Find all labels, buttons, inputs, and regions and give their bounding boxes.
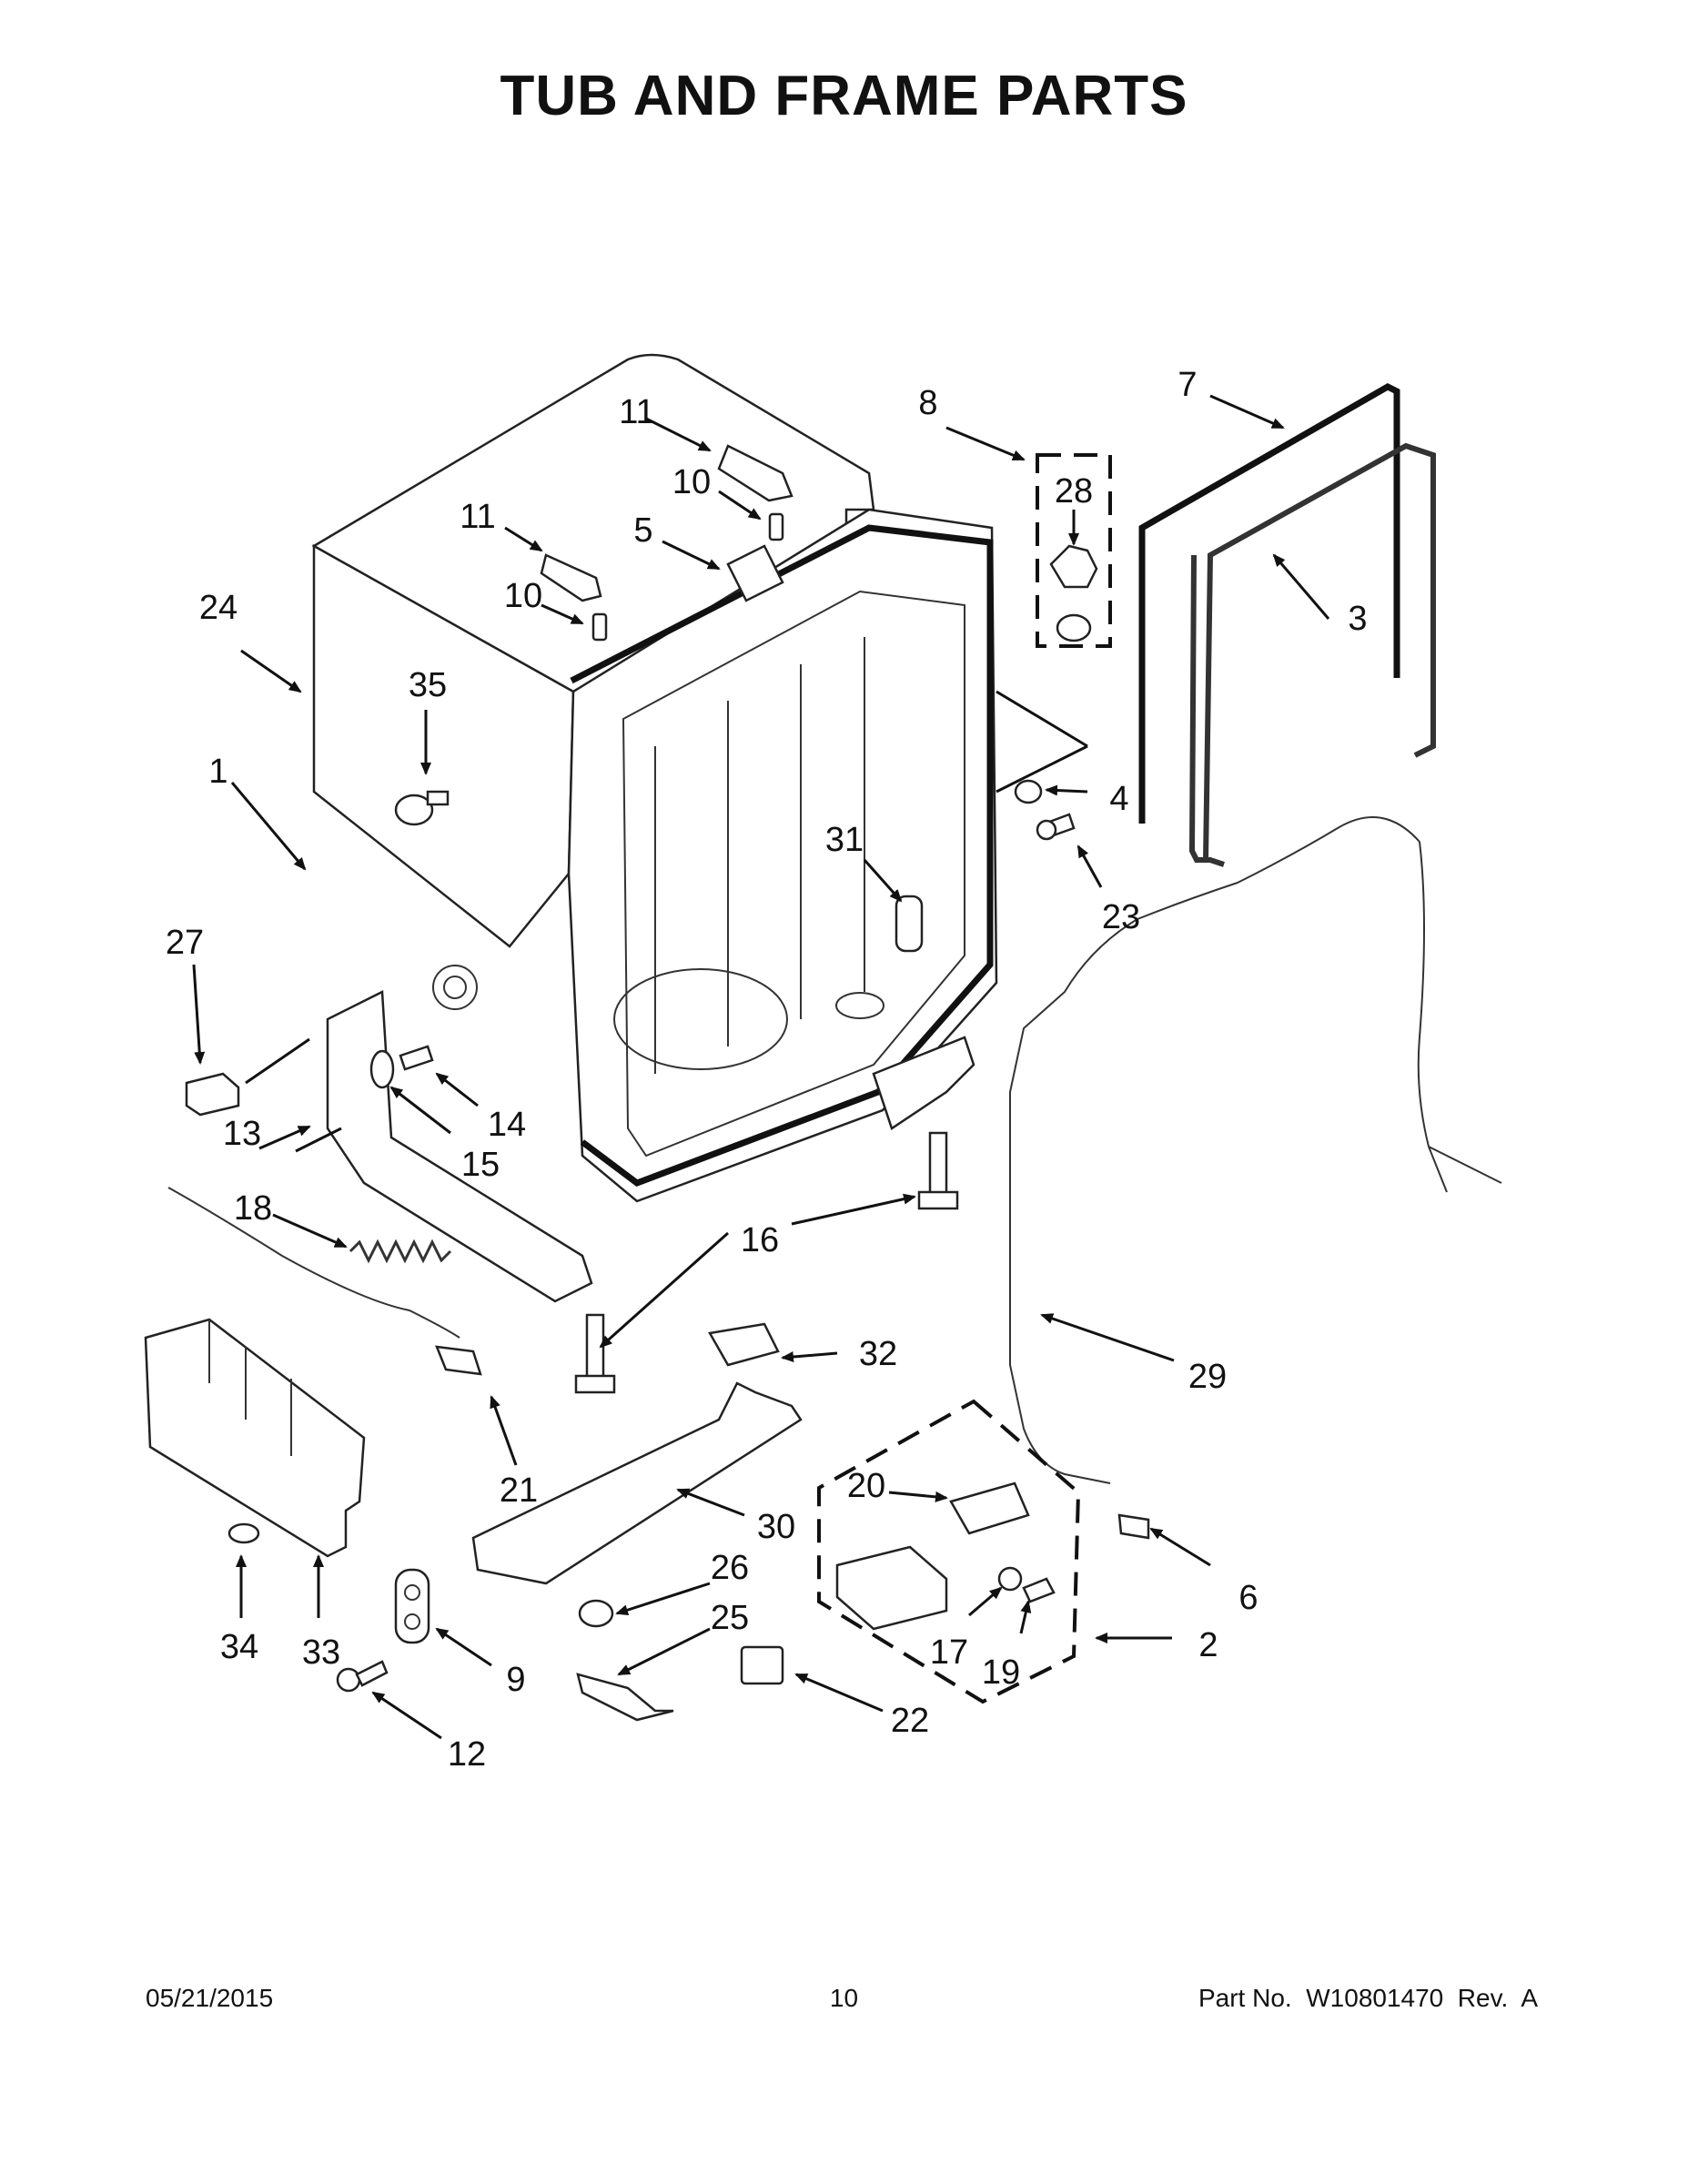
panel-33 [144, 1318, 366, 1558]
insulation-blanket-side [312, 543, 575, 948]
wire-harness-29 [1009, 816, 1502, 1484]
shield-30 [471, 1381, 803, 1585]
footer-date: 05/21/2015 [146, 1984, 274, 2012]
callout-4: 4 [1109, 780, 1128, 818]
callout-35: 35 [409, 666, 447, 704]
spring-18 [349, 1239, 452, 1264]
bracket-32 [708, 1322, 780, 1367]
callout-13: 13 [223, 1115, 261, 1153]
leveling-leg-16-right [917, 1131, 959, 1210]
leveling-leg-16-left [574, 1313, 616, 1394]
callout-33: 33 [302, 1633, 340, 1672]
bracket-5 [726, 544, 784, 602]
door-cable [167, 1187, 460, 1339]
bumper-9 [394, 1568, 430, 1644]
door-gasket-3 [1188, 442, 1436, 867]
bracket-20 [949, 1481, 1030, 1535]
dashed-box-8 [1036, 453, 1112, 648]
callout-23: 23 [1102, 898, 1140, 936]
callout-9: 9 [506, 1661, 525, 1699]
screw-10-lower [591, 612, 608, 642]
tub-shell [567, 508, 998, 1203]
connector-21 [435, 1345, 482, 1376]
screw-12 [336, 1660, 389, 1693]
screw-23 [1036, 813, 1076, 841]
callout-21: 21 [500, 1471, 538, 1510]
tub-gasket-frame [570, 524, 994, 1187]
callout-labels: 11 10 11 5 10 24 35 1 8 28 7 3 4 23 31 2… [166, 366, 1368, 1774]
part-27 [185, 1072, 240, 1117]
callout-16: 16 [741, 1221, 779, 1259]
screw-6 [1117, 1513, 1150, 1540]
tub-assembly [311, 353, 998, 1303]
part-22 [740, 1645, 784, 1685]
callout-14: 14 [488, 1106, 526, 1144]
leader-lines [192, 394, 1330, 1740]
plug-4 [1014, 779, 1043, 804]
callout-2: 2 [1198, 1626, 1218, 1664]
footer-page-number: 10 [829, 1984, 859, 2012]
callout-17: 17 [930, 1633, 968, 1672]
vent-port [432, 965, 478, 1010]
callout-1: 1 [208, 753, 227, 791]
callout-26: 26 [711, 1549, 749, 1587]
callout-8: 8 [918, 384, 937, 422]
callout-19: 19 [982, 1653, 1020, 1692]
callout-12: 12 [448, 1735, 486, 1774]
base-frame-left [326, 990, 593, 1303]
base-frame-right [872, 1036, 975, 1130]
callout-27: 27 [166, 924, 204, 962]
housing-17-assembly [835, 1545, 948, 1631]
callout-32: 32 [859, 1335, 897, 1373]
callout-7: 7 [1178, 366, 1197, 404]
callout-10-lower: 10 [504, 577, 542, 615]
callout-34: 34 [220, 1628, 258, 1666]
callout-5: 5 [633, 511, 652, 550]
sensor-26 [578, 1599, 614, 1628]
callout-29: 29 [1188, 1358, 1227, 1396]
callout-11-lower: 11 [460, 498, 495, 536]
footer-part-number: Part No. W10801470 Rev. A [1198, 1984, 1538, 2012]
callout-30: 30 [757, 1508, 795, 1546]
callout-3: 3 [1348, 600, 1367, 638]
callout-6: 6 [1238, 1579, 1258, 1617]
screw-10-upper [768, 512, 784, 541]
callout-18: 18 [234, 1189, 272, 1228]
dashed-box-2 [817, 1399, 1081, 1704]
bracket-25 [576, 1673, 674, 1722]
callout-15: 15 [461, 1146, 500, 1184]
callout-11-upper: 11 [619, 393, 654, 431]
rivet-34 [227, 1522, 260, 1544]
callout-28: 28 [1055, 472, 1093, 511]
tub-ribs [654, 637, 865, 1074]
filter-part-28 [1049, 544, 1098, 642]
part-31 [895, 895, 924, 953]
callout-31: 31 [825, 821, 864, 859]
hinge-part-11-lower [540, 553, 602, 602]
callout-25: 25 [711, 1599, 749, 1637]
tub-opening [622, 590, 965, 1158]
tub-drain [835, 992, 884, 1019]
callout-20: 20 [847, 1467, 885, 1505]
callout-22: 22 [891, 1702, 929, 1740]
screw-19 [1022, 1577, 1056, 1603]
washer-15 [369, 1049, 395, 1089]
bolt-14 [399, 1045, 434, 1071]
insulation-blanket-top [311, 353, 875, 693]
callout-24: 24 [199, 589, 238, 627]
tub-sump [613, 968, 788, 1070]
plug-35 [394, 790, 450, 826]
page-title: TUB AND FRAME PARTS [500, 65, 1188, 127]
door-gasket-7 [1138, 383, 1400, 824]
hinge-part-11-upper [717, 444, 793, 502]
washer-17 [997, 1566, 1023, 1592]
callout-10-upper: 10 [672, 463, 711, 501]
